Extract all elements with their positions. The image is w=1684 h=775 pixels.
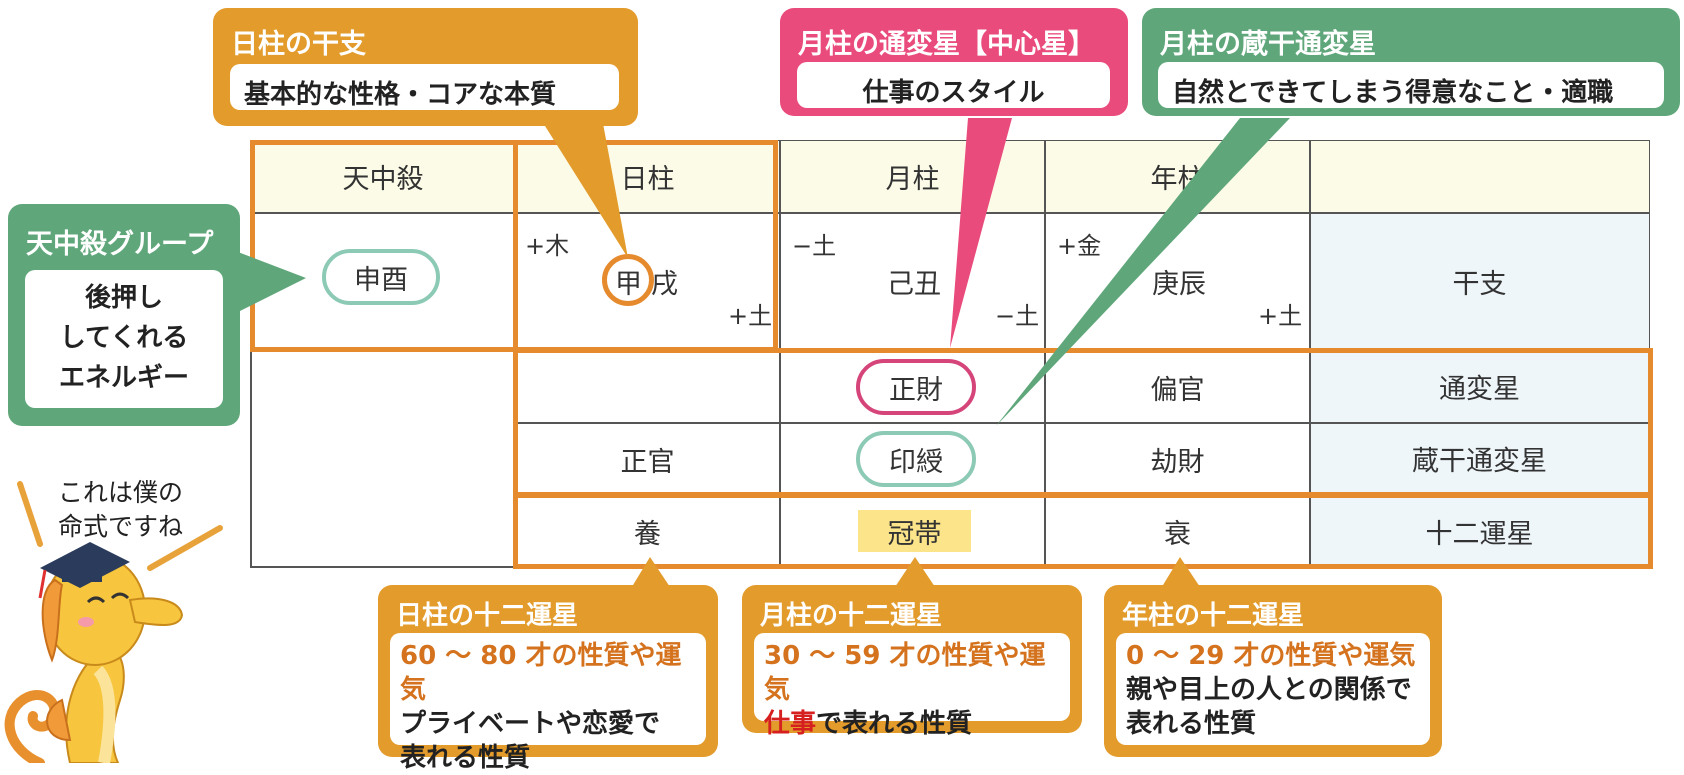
header-tenchusatsu: 天中殺	[251, 141, 515, 212]
pointer-day-juni	[630, 557, 672, 590]
grid-line	[251, 212, 1649, 214]
callout-year-juni: 年柱の十二運星 0 〜 29 才の性質や運気 親や目上の人との関係で 表れる性質	[1104, 585, 1442, 757]
callout-title: 日柱の十二運星	[396, 601, 579, 631]
callout-line: 表れる性質	[400, 743, 531, 773]
callout-line: プライベートや恋愛で	[400, 709, 661, 739]
label-zokan-tsuhensei: 蔵干通変星	[1310, 422, 1649, 495]
callout-line: 表れる性質	[1126, 709, 1257, 739]
year-zokan-tsuhensei: 劫財	[1150, 446, 1205, 478]
callout-title: 月柱の通変星【中心星】	[798, 29, 1095, 60]
grid-line	[779, 141, 781, 567]
callout-title: 天中殺グループ	[26, 229, 214, 260]
callout-line: してくれる	[59, 323, 189, 353]
pointer-year-juni	[1160, 557, 1202, 590]
grid-line	[515, 422, 1649, 424]
pointer-tenchusatsu	[238, 252, 306, 312]
day-kan: 甲	[615, 269, 642, 300]
year-kanshi: 庚辰	[1152, 269, 1206, 300]
callout-day-juni: 日柱の十二運星 60 〜 80 才の性質や運気 プライベートや恋愛で 表れる性質	[378, 585, 718, 773]
callout-age: 30 〜 59 才の性質や運気	[764, 641, 1046, 705]
callout-line: 仕事で表れる性質	[764, 707, 1070, 741]
day-shi: 戌	[651, 269, 678, 300]
frame-juni-row	[513, 493, 1653, 569]
month-juni-unsei: 冠帯	[858, 510, 971, 552]
month-zokan-tsuhensei: 印綬	[856, 431, 976, 487]
year-zokan-yinyang: +土	[1258, 302, 1303, 330]
speech-line: 命式ですね	[58, 512, 184, 541]
speech-line: これは僕の	[58, 478, 184, 507]
callout-age: 0 〜 29 才の性質や運気	[1126, 641, 1416, 671]
callout-title: 日柱の干支	[231, 29, 366, 60]
year-kan-yinyang: +金	[1057, 232, 1102, 260]
pointer-month-juni	[893, 557, 937, 590]
callout-body: 30 〜 59 才の性質や運気 仕事で表れる性質	[754, 633, 1070, 739]
callout-body: 基本的な性格・コアな本質	[230, 64, 619, 110]
callout-title: 月柱の十二運星	[760, 601, 943, 631]
day-zokan-tsuhensei: 正官	[620, 446, 675, 478]
callout-line: 後押し	[84, 283, 163, 313]
day-kan-yinyang: +木	[525, 232, 570, 260]
callout-emphasis: 仕事	[764, 709, 817, 739]
callout-tenchusatsu-group: 天中殺グループ 後押し してくれる エネルギー	[8, 204, 240, 426]
day-kan-ring	[602, 254, 654, 306]
day-juni-unsei: 養	[634, 518, 661, 550]
callout-text: で表れる性質	[816, 709, 973, 739]
day-zokan-yinyang: +土	[728, 302, 773, 330]
callout-body: 自然とできてしまう得意なこと・適職	[1158, 62, 1664, 108]
callout-month-tsuhen: 月柱の通変星【中心星】 仕事のスタイル	[780, 8, 1128, 116]
callout-age: 60 〜 80 才の性質や運気	[400, 641, 682, 705]
seahorse-mascot-icon	[4, 481, 223, 763]
label-kanshi: 干支	[1310, 212, 1649, 350]
header-extra	[1310, 141, 1649, 212]
callout-day-kanshi: 日柱の干支 基本的な性格・コアな本質	[213, 8, 638, 126]
callout-month-juni: 月柱の十二運星 30 〜 59 才の性質や運気 仕事で表れる性質	[742, 585, 1082, 739]
grid-line	[1309, 141, 1311, 567]
year-juni-unsei: 衰	[1164, 518, 1191, 550]
tenchusatsu-value: 申酉	[322, 249, 440, 305]
month-kan-yinyang: −土	[792, 232, 837, 260]
label-juni-unsei: 十二運星	[1310, 495, 1649, 567]
callout-line: エネルギー	[58, 363, 189, 393]
callout-month-zokan: 月柱の蔵干通変星 自然とできてしまう得意なこと・適職	[1142, 8, 1680, 116]
pointer-day-kanshi	[540, 118, 628, 258]
month-zokan-yinyang: −土	[995, 302, 1040, 330]
callout-body: 60 〜 80 才の性質や運気 プライベートや恋愛で 表れる性質	[390, 633, 706, 773]
callout-body: 0 〜 29 才の性質や運気 親や目上の人との関係で 表れる性質	[1116, 633, 1430, 745]
callout-title: 年柱の十二運星	[1122, 601, 1305, 631]
pointer-month-tsuhen	[950, 118, 1012, 348]
month-kanshi: 己丑	[887, 269, 941, 300]
header-day-pillar: 日柱	[515, 141, 780, 212]
label-tsuhensei: 通変星	[1310, 350, 1649, 422]
callout-body: 後押し してくれる エネルギー	[25, 270, 223, 408]
pointer-month-zokan	[996, 118, 1290, 426]
callout-title: 月柱の蔵干通変星	[1160, 29, 1376, 60]
month-tsuhensei: 正財	[856, 359, 976, 415]
callout-body: 仕事のスタイル	[797, 62, 1110, 108]
callout-line: 親や目上の人との関係で	[1126, 675, 1412, 705]
speech-text: これは僕の 命式ですね	[58, 476, 183, 544]
year-tsuhensei: 偏官	[1150, 374, 1205, 406]
grid-line	[1044, 141, 1046, 567]
